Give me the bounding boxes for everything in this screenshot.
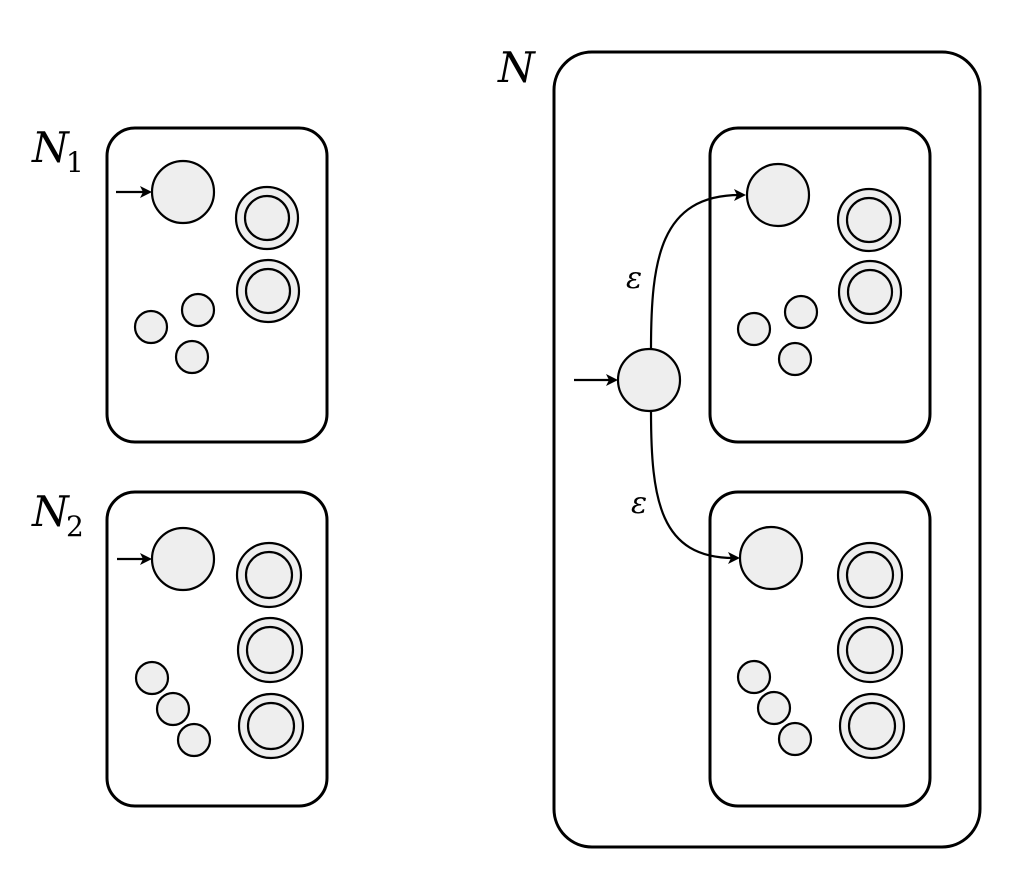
n1-state	[174, 339, 210, 375]
n2-accept-state	[836, 616, 904, 684]
n1-accept-state	[234, 185, 300, 251]
n1-state	[783, 294, 819, 330]
automaton-n1: N 1	[31, 123, 329, 444]
automaton-n2: N 2	[31, 487, 329, 808]
epsilon-label-bottom: ε	[631, 486, 647, 521]
n2-state	[777, 721, 813, 757]
n-new-start-state	[616, 347, 682, 413]
epsilon-transition-top-arrowhead	[734, 189, 746, 201]
n-label: N	[497, 43, 536, 92]
n1-accept-state	[836, 187, 902, 253]
n2-accept-state	[836, 541, 904, 609]
n2-accept-state	[235, 541, 303, 609]
n1-start-state	[150, 159, 216, 225]
n-inner-box-top	[708, 126, 932, 444]
automaton-n: N ε ε	[497, 43, 982, 849]
n-embedded-n2	[708, 490, 932, 808]
n2-label: N	[31, 487, 70, 536]
n1-accept-state	[837, 259, 903, 325]
n-outer-box	[552, 50, 982, 849]
n1-label-subscript: 1	[66, 146, 84, 179]
n2-start-state	[150, 526, 216, 592]
n-inner-box-bottom	[708, 490, 932, 808]
epsilon-label-top: ε	[626, 261, 642, 296]
n2-start-state	[738, 525, 804, 591]
n2-box	[105, 490, 329, 808]
n2-state	[134, 660, 170, 696]
n1-start-arrow	[116, 186, 152, 198]
epsilon-transition-bottom-arrowhead	[728, 552, 740, 564]
n-start-arrow	[574, 374, 618, 386]
epsilon-transition-top	[649, 193, 741, 350]
n2-state	[736, 659, 772, 695]
n1-start-state	[745, 162, 811, 228]
n1-state	[180, 292, 216, 328]
n1-box	[105, 126, 329, 444]
n2-accept-state	[237, 692, 305, 760]
n1-label: N	[31, 123, 70, 172]
n1-accept-state	[235, 258, 301, 324]
n1-state	[133, 309, 169, 345]
n1-state	[777, 341, 813, 377]
epsilon-transition-bottom	[649, 410, 735, 560]
n2-label-subscript: 2	[66, 510, 84, 543]
n1-state	[736, 311, 772, 347]
n-embedded-n1	[708, 126, 932, 444]
n2-state	[176, 722, 212, 758]
n2-state	[155, 691, 191, 727]
n2-accept-state	[838, 692, 906, 760]
n2-start-arrow	[117, 553, 152, 565]
n2-accept-state	[236, 616, 304, 684]
n2-state	[756, 690, 792, 726]
